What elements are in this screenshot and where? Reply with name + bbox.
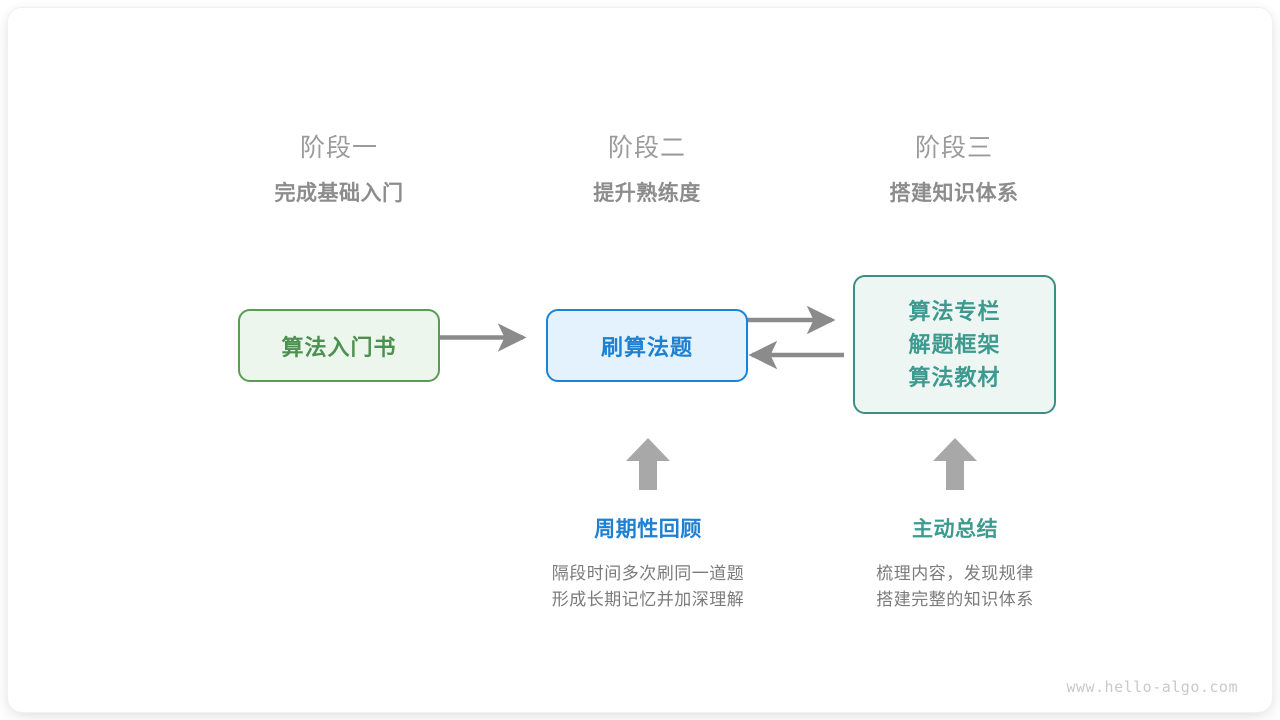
- watermark: www.hello-algo.com: [1066, 678, 1238, 696]
- stage-number: 阶段二: [607, 134, 686, 162]
- note-periodic-review: 周期性回顾 隔段时间多次刷同一道题 形成长期记忆并加深理解: [498, 519, 798, 614]
- node-label-line-1: 算法专栏: [908, 298, 1001, 324]
- up-arrow-icon-summary: [933, 438, 977, 490]
- stage-number: 阶段三: [914, 134, 993, 162]
- note-active-summary: 主动总结 梳理内容，发现规律 搭建完整的知识体系: [805, 519, 1105, 614]
- node-label-line-2: 解题框架: [908, 331, 1001, 357]
- note-title: 周期性回顾: [594, 518, 702, 541]
- note-description-line-2: 形成长期记忆并加深理解: [551, 590, 745, 610]
- up-arrow-icon-review: [626, 438, 670, 490]
- note-description-line-1: 隔段时间多次刷同一道题: [551, 564, 745, 583]
- diagram-card: 阶段一 完成基础入门 阶段二 提升熟练度 阶段三 搭建知识体系: [8, 8, 1272, 712]
- stage-header-2: 阶段二 提升熟练度: [517, 134, 777, 205]
- stage-header-1: 阶段一 完成基础入门: [209, 134, 469, 205]
- stage-title: 完成基础入门: [274, 182, 404, 205]
- note-description: 隔段时间多次刷同一道题 形成长期记忆并加深理解: [498, 561, 798, 614]
- node-practice-problems[interactable]: 刷算法题: [546, 309, 748, 382]
- node-label: 算法入门书: [281, 334, 397, 360]
- note-description-line-1: 梳理内容，发现规律: [876, 564, 1034, 583]
- note-description: 梳理内容，发现规律 搭建完整的知识体系: [805, 561, 1105, 614]
- node-label: 刷算法题: [600, 334, 693, 360]
- stage-number: 阶段一: [299, 134, 378, 162]
- note-title: 主动总结: [912, 518, 998, 541]
- node-intro-book[interactable]: 算法入门书: [238, 309, 440, 382]
- node-label-line-3: 算法教材: [908, 364, 1001, 390]
- stage-header-3: 阶段三 搭建知识体系: [824, 134, 1084, 205]
- stage-title: 搭建知识体系: [889, 182, 1019, 205]
- note-description-line-2: 搭建完整的知识体系: [876, 590, 1034, 610]
- stage-title: 提升熟练度: [593, 182, 701, 205]
- node-knowledge-resources[interactable]: 算法专栏 解题框架 算法教材: [853, 275, 1056, 414]
